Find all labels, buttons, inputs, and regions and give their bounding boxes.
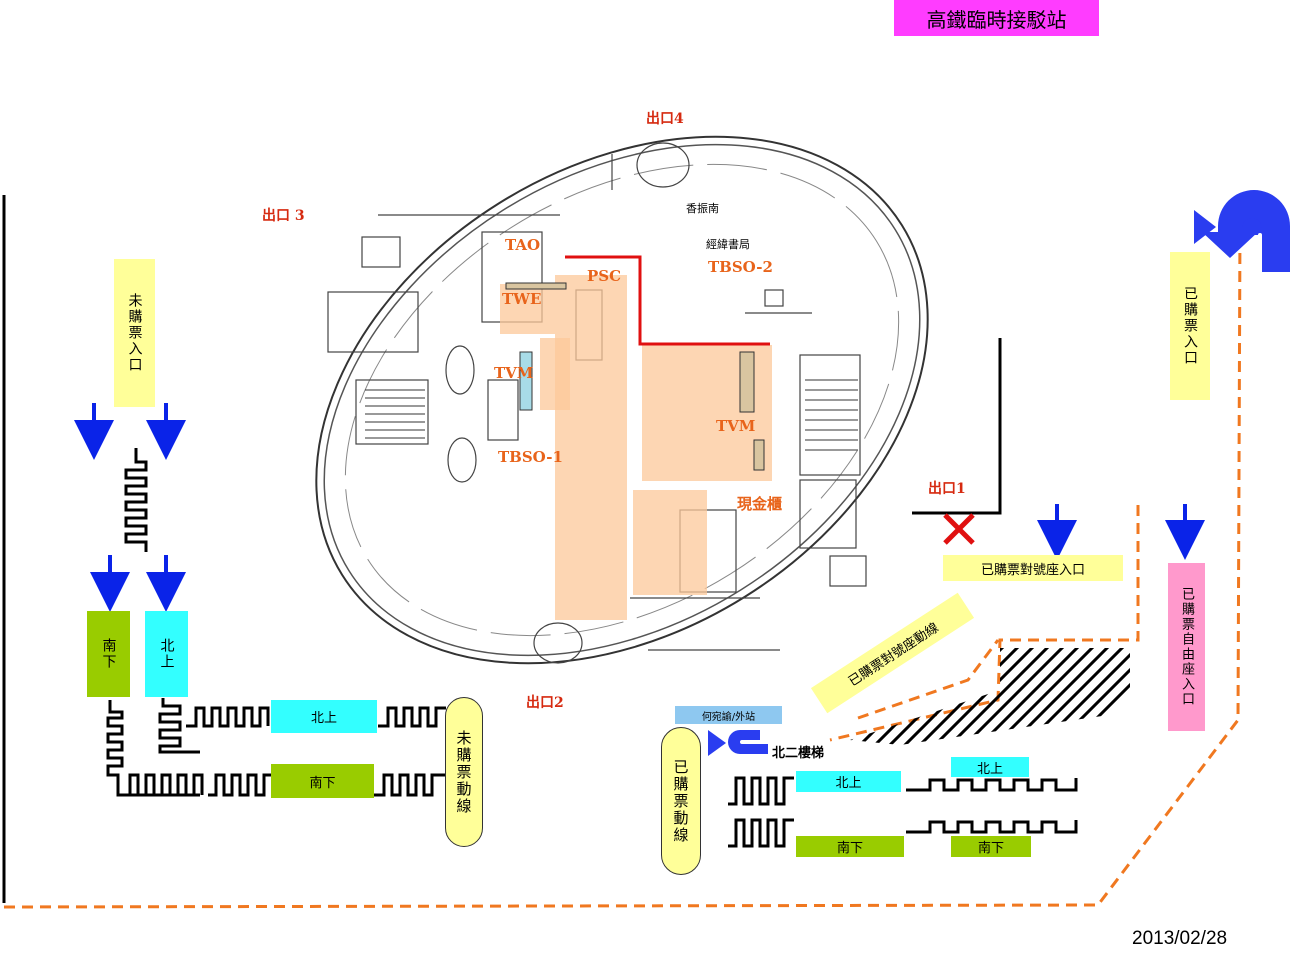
closed-x-icon: [943, 513, 975, 545]
free-seat-entry-sign: 已購票自由座入口: [1168, 563, 1205, 731]
tao-label: TAO: [505, 236, 541, 254]
right-queue-north-box-2: 北上: [951, 757, 1029, 777]
purchased-entry-sign: 已購票入口: [1170, 252, 1210, 400]
peach-zone-left: [500, 284, 555, 334]
free-seat-entry-label: 已購票自由座入口: [1179, 587, 1194, 707]
left-south-label: 南下: [100, 638, 117, 670]
title-banner: 高鐵臨時接駁站: [894, 0, 1099, 36]
left-north-label: 北上: [158, 638, 175, 670]
left-queue-south-box: 南下: [271, 764, 374, 798]
left-queue-serpentine-top: [124, 448, 148, 552]
twe-label: TWE: [502, 290, 542, 308]
exit2-label: 出口2: [526, 695, 564, 711]
left-north-box: 北上: [145, 611, 188, 697]
south-queue-zigzag-a: [120, 773, 204, 797]
right-queue-square-south: [906, 820, 1078, 834]
purchased-flow-sign: 已購票動線: [661, 727, 701, 875]
left-queue-north-box: 北上: [271, 700, 377, 733]
stairs-right: [805, 379, 858, 451]
north-stairs-label: 北二樓梯: [772, 746, 825, 761]
interior-details: [327, 142, 867, 664]
shop1-label: 香振南: [686, 202, 719, 215]
stairs-uturn-icon: [728, 730, 768, 754]
left-queue-north-label: 北上: [310, 711, 337, 726]
right-queue-square-north: [906, 778, 1078, 792]
tvm1-bar: [519, 351, 533, 411]
north-queue-zigzag: [186, 706, 270, 728]
title-text: 高鐵臨時接駁站: [926, 7, 1067, 32]
exit4-label: 出口4: [646, 111, 684, 127]
peach-zone-tvm1: [540, 338, 570, 410]
u-turn-arrow-big: [1202, 190, 1290, 272]
unpurchased-entry-sign: 未購票入口: [114, 259, 155, 407]
station-building: [315, 135, 929, 665]
right-queue-zigzag-south: [728, 818, 794, 848]
right-queue-south-box-1: 南下: [796, 836, 904, 857]
unpurchased-entry-label: 未購票入口: [126, 293, 143, 373]
left-queue-south-label: 南下: [309, 775, 336, 791]
exit3-label: 出口 3: [262, 208, 305, 224]
right-queue-north-box-1: 北上: [796, 771, 901, 792]
right-queue-north-label-1: 北上: [835, 776, 862, 791]
date-label: 2013/02/28: [1132, 928, 1228, 949]
unpurchased-flow-label: 未購票動線: [454, 729, 473, 815]
orange-dashed-inner: [829, 505, 1140, 742]
left-queue-serpentine-south: [106, 700, 200, 797]
tvm2-bar2: [753, 439, 765, 471]
tbso1-label: TBSO-1: [498, 448, 563, 466]
tbso2-label: TBSO-2: [708, 258, 773, 276]
purchased-entry-label: 已購票入口: [1182, 286, 1198, 366]
north-queue-zigzag-right: [378, 706, 446, 728]
shop2-label: 經緯書局: [706, 238, 750, 251]
reserved-entry-label: 已購票對號座入口: [980, 562, 1085, 578]
stairs-left: [365, 389, 425, 439]
south-queue-zigzag-b: [208, 773, 272, 797]
tvm2-bar: [739, 351, 755, 413]
right-queue-south-label-1: 南下: [836, 841, 863, 856]
right-queue-south-label-2: 南下: [977, 841, 1004, 856]
right-queue-south-box-2: 南下: [951, 836, 1031, 857]
purchased-flow-label: 已購票動線: [671, 758, 690, 844]
exit1-label: 出口1: [928, 481, 966, 497]
right-queue-zigzag-north: [728, 776, 794, 806]
unpurchased-flow-sign: 未購票動線: [445, 697, 483, 847]
orange-dashed-boundary: [3, 224, 1242, 909]
right-queue-north-label-2: 北上: [976, 761, 1003, 777]
south-queue-zigzag-right: [374, 773, 446, 797]
blue-arrows: [74, 403, 1205, 612]
tvm2-label: TVM: [716, 417, 756, 435]
transfer-note-label: 何宛諭/外站: [701, 711, 756, 723]
transfer-note-box: 何宛諭/外站: [675, 706, 782, 724]
peach-zone-cash: [633, 490, 707, 595]
psc-label: PSC: [587, 267, 622, 285]
left-south-box: 南下: [87, 611, 130, 697]
cash-counter-label: 現金櫃: [737, 495, 783, 513]
left-queue-serpentine-north: [158, 698, 200, 754]
twe-bar: [505, 282, 567, 290]
tvm1-label: TVM: [494, 364, 534, 382]
orange-dashed-inner2: [857, 639, 1000, 720]
exit1-barrier: [912, 338, 1002, 515]
stairs-uturn-head: [708, 730, 726, 756]
psc-red-line: [565, 255, 770, 346]
peach-zone-center: [555, 275, 627, 620]
reserved-entry-sign: 已購票對號座入口: [943, 555, 1123, 581]
